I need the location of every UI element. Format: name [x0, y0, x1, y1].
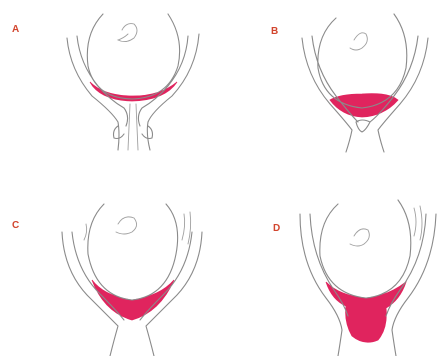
panel-a	[67, 14, 199, 150]
panel-a-right-wall	[147, 34, 199, 150]
panel-d-head-outline	[320, 200, 411, 298]
panel-a-inner-detail	[118, 24, 137, 42]
panel-a-head-outline	[87, 14, 179, 99]
panel-a-gap-line	[128, 104, 138, 150]
panel-b	[302, 14, 428, 152]
panel-d	[300, 200, 436, 356]
panel-a-right-inner	[138, 36, 188, 126]
panel-c-head-outline	[88, 204, 178, 300]
panel-b-shaded-region	[330, 94, 398, 117]
panel-d-inner-detail	[350, 229, 369, 246]
panel-c-left-spur	[84, 224, 87, 240]
panel-c-right-spur	[182, 212, 191, 244]
panel-d-shaded-region	[326, 282, 406, 342]
panel-b-inner-detail	[350, 33, 367, 50]
panel-c-inner-detail	[116, 217, 137, 234]
panel-c	[62, 204, 202, 356]
panel-a-left-inner	[77, 36, 128, 126]
panel-d-right-spur	[414, 206, 422, 240]
